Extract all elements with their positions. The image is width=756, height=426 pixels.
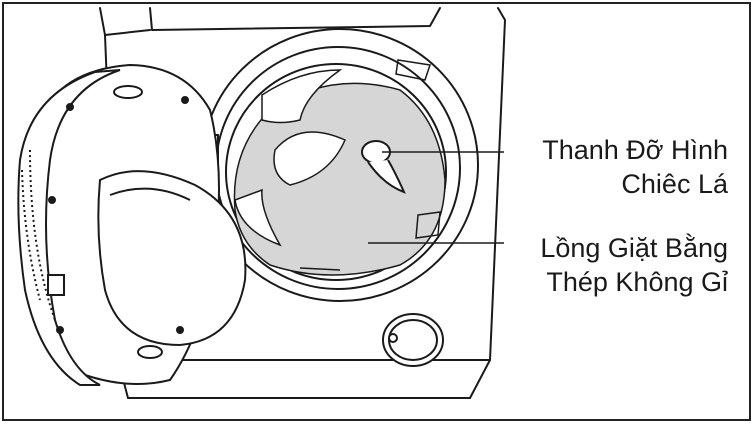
pump-filter-cover xyxy=(382,313,444,367)
label-line: Lồng Giặt Bằng xyxy=(540,233,728,263)
leaf-drum-lifter xyxy=(361,140,406,194)
door-opening xyxy=(201,28,479,302)
label-line: Thép Không Gỉ xyxy=(546,267,728,297)
stainless-drum xyxy=(233,69,446,276)
gasket-details xyxy=(299,59,441,271)
open-door xyxy=(17,63,247,386)
label-stainless-drum: Lồng Giặt Bằng Thép Không Gỉ xyxy=(540,231,728,299)
label-leaf-drum-lifter: Thanh Đỡ Hình Chiêc Lá xyxy=(542,133,728,201)
label-line: Thanh Đỡ Hình xyxy=(542,135,728,165)
label-line: Chiêc Lá xyxy=(621,169,728,199)
callout-lines xyxy=(368,151,504,244)
